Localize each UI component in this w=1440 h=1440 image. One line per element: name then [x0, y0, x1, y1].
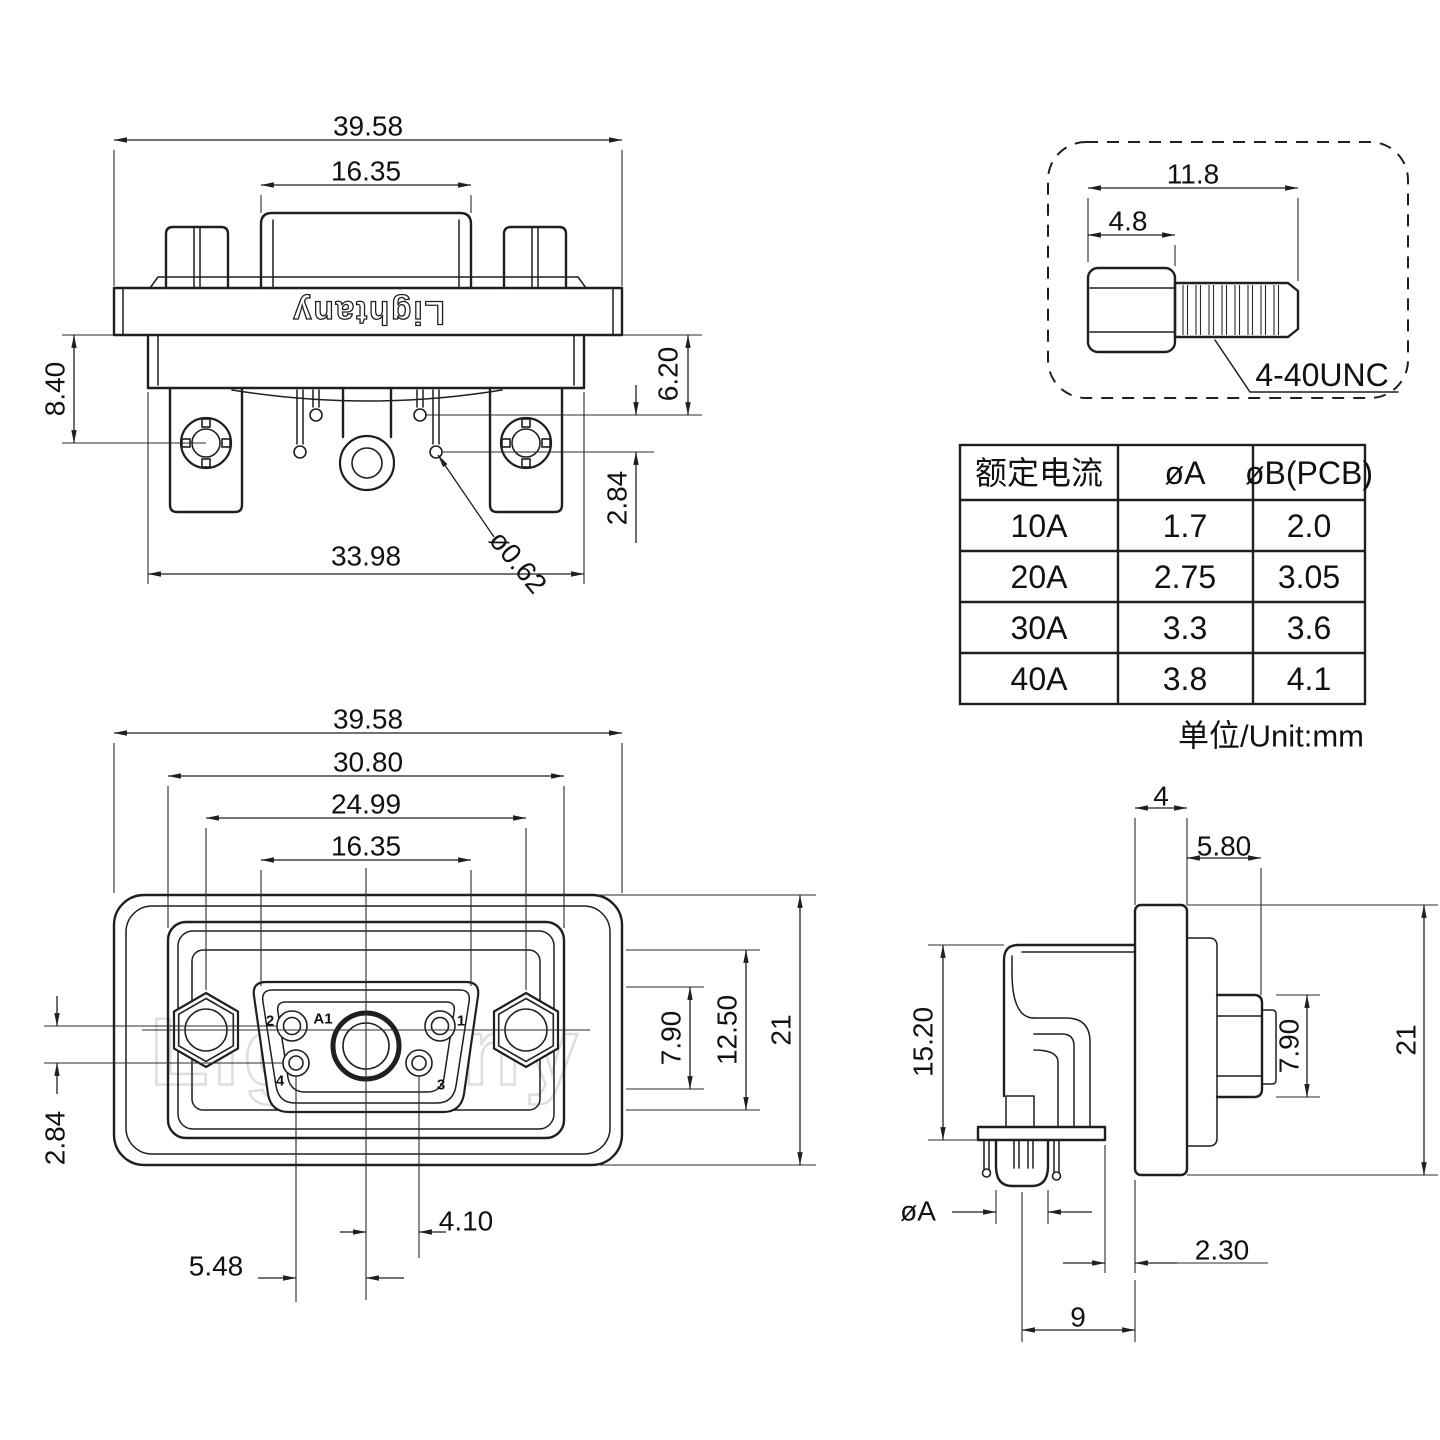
screw-detail-dimensions [1087, 185, 1299, 281]
dim-top-shell-width: 33.98 [331, 541, 401, 572]
dim-screw-total-length: 11.8 [1167, 159, 1219, 190]
dim-front-insert-height: 7.90 [656, 1011, 687, 1066]
screw-detail: 11.8 4.8 4-40UNC [1047, 141, 1409, 399]
table-cell: 1.7 [1163, 508, 1207, 544]
dim-side-total-height: 21 [1391, 1024, 1422, 1055]
table-cell: 2.75 [1154, 559, 1216, 595]
screw-detail-frame [1047, 141, 1409, 399]
dim-side-rear-depth: 5.80 [1197, 831, 1252, 862]
flange-logo-text: Lightany [291, 295, 445, 332]
top-view: Lightany [40, 111, 702, 600]
table-cell: 2.0 [1287, 508, 1331, 544]
table-cell: 3.8 [1163, 661, 1207, 697]
front-view-dimensions [44, 730, 816, 1302]
dim-top-flange-to-hole: 8.40 [40, 362, 71, 417]
dim-screw-head-length: 4.8 [1109, 206, 1148, 237]
jack-screw [1086, 266, 1300, 354]
dim-top-signal-pin-dia: ø0.62 [483, 525, 553, 600]
pin-label-4: 4 [276, 1073, 285, 1090]
side-view: 4 5.80 15.20 7.90 21 øA 2.30 9 [900, 781, 1438, 1342]
table-cell: 3.6 [1287, 610, 1331, 646]
dim-front-total-height: 21 [766, 1014, 797, 1045]
dim-front-pin-row-offset: 2.84 [40, 1111, 71, 1166]
thread-spec-label: 4-40UNC [1255, 357, 1388, 393]
dim-side-contact-height: 7.90 [1274, 1019, 1305, 1074]
dim-front-insert-width: 16.35 [331, 831, 401, 862]
pin-label-2: 2 [266, 1013, 274, 1030]
thread-spec-leader [1214, 339, 1399, 393]
dim-side-flange-thickness: 4 [1153, 781, 1169, 812]
dim-top-insert-width: 16.35 [331, 156, 401, 187]
top-view-dimensions [62, 137, 702, 584]
dim-front-gasket-width: 30.80 [333, 747, 403, 778]
unit-note: 单位/Unit:mm [1178, 719, 1364, 754]
dim-front-pin4-offset: 5.48 [189, 1251, 244, 1282]
table-cell: 20A [1011, 559, 1069, 595]
top-view-coax-barrel [338, 386, 396, 492]
table-cell: 10A [1011, 508, 1069, 544]
table-header-dia-a: øA [1165, 455, 1207, 491]
top-view-body [112, 211, 624, 514]
side-view-body [976, 903, 1277, 1188]
pin-label-3: 3 [437, 1077, 445, 1094]
dim-top-flange-to-pin: 6.20 [653, 347, 684, 402]
side-view-dimensions [928, 805, 1438, 1342]
dim-front-screw-spacing: 24.99 [331, 789, 401, 820]
spec-table: 额定电流 øA øB(PCB) 10A 1.7 2.0 20A 2.75 3.0… [958, 443, 1373, 754]
dim-side-pin-to-flange: 2.30 [1195, 1235, 1250, 1266]
front-view: Lightany [40, 704, 816, 1302]
dim-front-panel-height: 12.50 [712, 995, 743, 1065]
dim-side-pin-depth: 9 [1070, 1302, 1086, 1333]
dim-front-pin3-offset: 4.10 [439, 1206, 494, 1237]
table-cell: 4.1 [1287, 661, 1331, 697]
pin-label-a1: A1 [313, 1011, 332, 1028]
table-cell: 3.05 [1278, 559, 1340, 595]
table-cell: 30A [1011, 610, 1069, 646]
dim-front-total-width: 39.58 [333, 704, 403, 735]
table-cell: 3.3 [1163, 610, 1207, 646]
top-view-screw-hole-right [499, 416, 553, 470]
table-cell: 40A [1011, 661, 1069, 697]
dim-top-pin-row-offset: 2.84 [602, 471, 633, 526]
pin-label-1: 1 [457, 1013, 465, 1030]
dim-side-pin-dia: øA [900, 1196, 936, 1227]
dim-side-shell-height: 15.20 [908, 1007, 939, 1077]
table-header-dia-b: øB(PCB) [1245, 455, 1373, 491]
table-header-current: 额定电流 [975, 455, 1103, 491]
dim-top-total-width: 39.58 [333, 111, 403, 142]
